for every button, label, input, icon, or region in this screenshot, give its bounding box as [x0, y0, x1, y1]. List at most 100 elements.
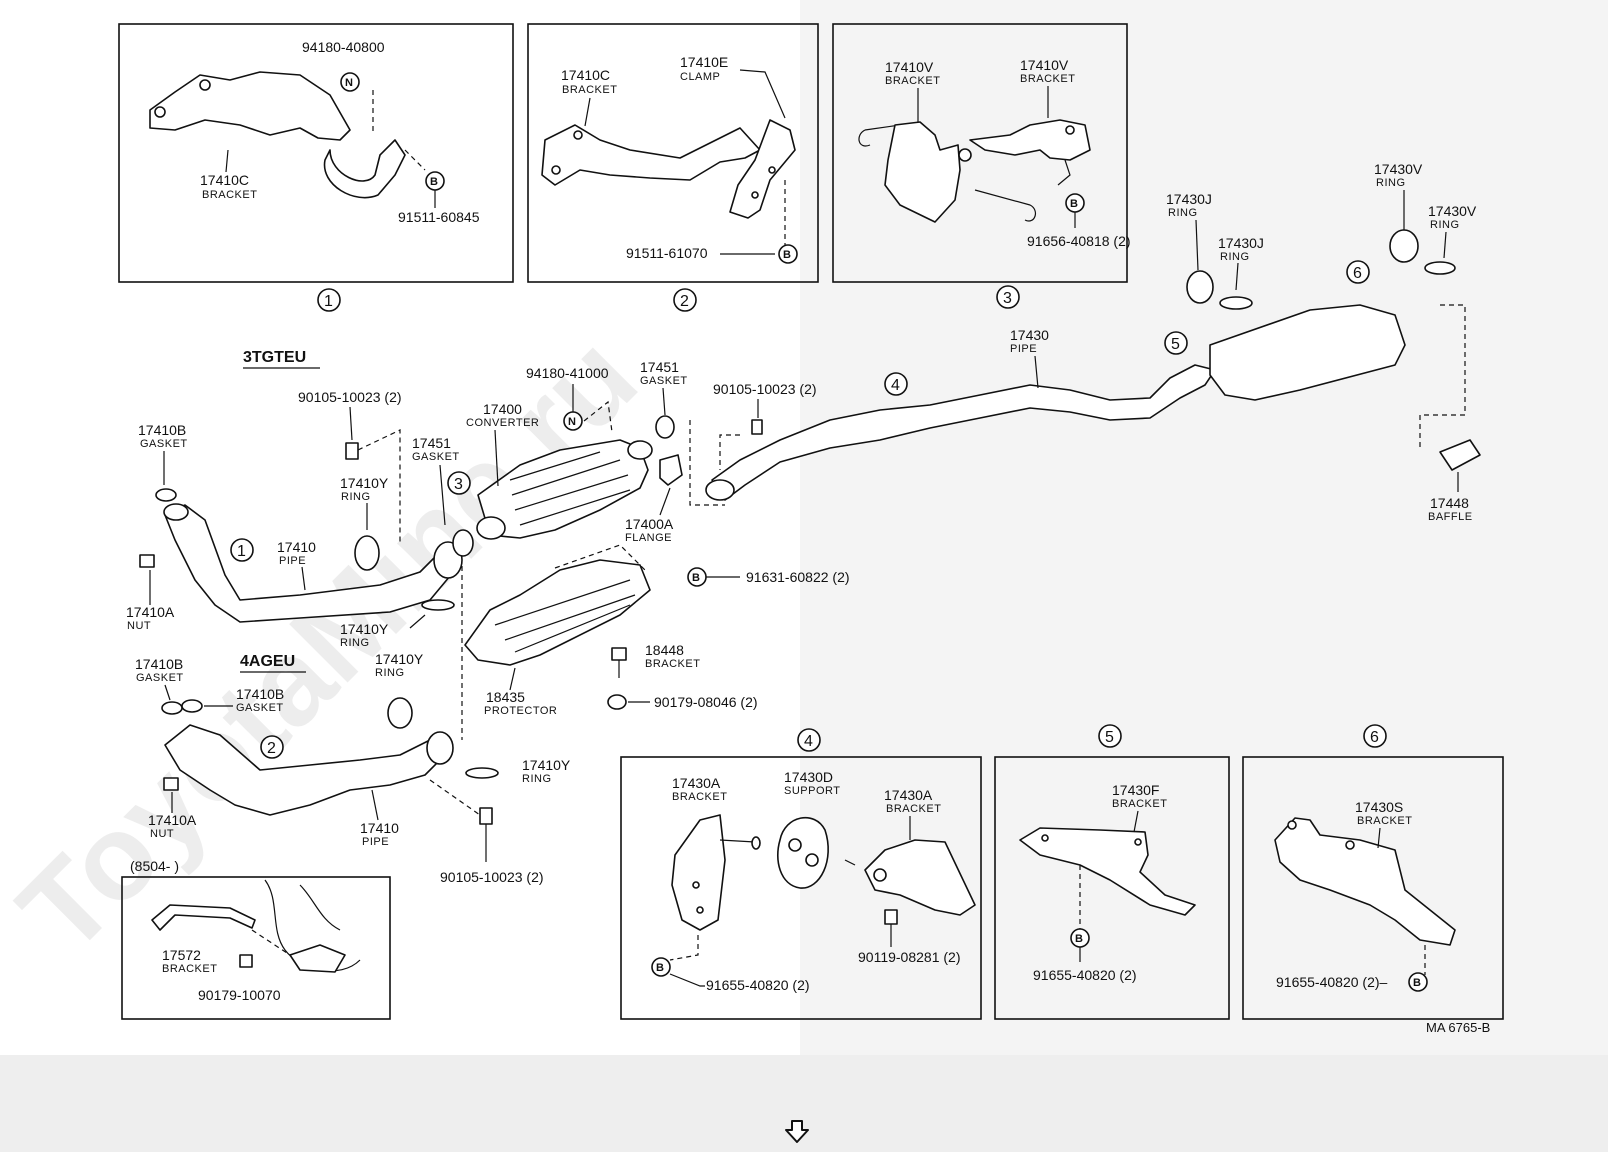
baffle-17448-number: 17448 [1430, 495, 1469, 511]
scroll-down-button[interactable] [783, 1117, 811, 1145]
inset4-part-3-name: BRACKET [886, 803, 941, 815]
callout-4-circle [884, 372, 908, 396]
gasket-17451-a-number: 17451 [412, 435, 451, 451]
inset2-part-1-number: 17410C [561, 67, 610, 83]
baffle-17448-shape [1439, 439, 1481, 471]
bolt-91631-number: 91631-60822 (2) [746, 569, 850, 585]
inset2-part-1-name: BRACKET [562, 84, 617, 96]
inset4-part-2-number: 17430D [784, 769, 833, 785]
inset6-part-1-name: BRACKET [1357, 815, 1412, 827]
inset2-bracket-shape [541, 124, 761, 186]
inset4-bracket-a-shape [671, 814, 726, 931]
inset5-part-1-number: 17430F [1112, 782, 1159, 798]
inset-4-callout-circle [797, 728, 821, 752]
inset2-part-3-number: 91511-61070 [626, 245, 708, 261]
inset2-clamp-shape [729, 119, 796, 219]
callout-2-number: 2 [267, 740, 276, 757]
ring-17430j-b-name: RING [1220, 251, 1250, 263]
inset-2-number: 2 [680, 293, 689, 310]
inset-5-number: 5 [1105, 729, 1114, 746]
pipe-17430-shape [711, 364, 1216, 501]
ring-17430v-b-number: 17430V [1428, 203, 1477, 219]
converter-17400-name: CONVERTER [466, 417, 539, 429]
baffle-17448-name: BAFFLE [1428, 511, 1473, 523]
inset1-bracket-shape [149, 71, 351, 141]
inset-3-callout-circle [996, 285, 1020, 309]
callout-4-number: 4 [891, 377, 900, 394]
date-range-label: (8504- ) [130, 858, 179, 874]
bolt-shape [345, 442, 359, 460]
ring-17430j-a-name: RING [1168, 207, 1198, 219]
pipe-17410-a-name: PIPE [279, 555, 306, 567]
bolt-callout-b-icon [778, 244, 798, 264]
bolt-90105-a-number: 90105-10023 (2) [298, 389, 402, 405]
protector-18435-number: 18435 [486, 689, 525, 705]
inset-2-frame [527, 23, 819, 283]
inset1-part-3-number: 91511-60845 [398, 209, 480, 225]
bracket-18448-shape [611, 647, 627, 661]
ring-17410y-d-name: RING [522, 773, 552, 785]
inset-7-frame [121, 876, 391, 1020]
callout-2-circle [260, 735, 284, 759]
callout-b-label: B [1070, 198, 1078, 210]
nut-94180-41000-number: 94180-41000 [526, 365, 609, 381]
inset-4-number: 4 [804, 733, 813, 750]
catalytic-converter [476, 439, 683, 540]
callout-5-number: 5 [1171, 336, 1180, 353]
down-arrow-outline-icon [785, 1120, 809, 1143]
flange-17400a-name: FLANGE [625, 532, 672, 544]
gasket-17410b-c-name: GASKET [236, 702, 284, 714]
inset4-part-3-number: 17430A [884, 787, 933, 803]
inset-5-frame [994, 756, 1230, 1020]
flange-17400a-shape [659, 454, 683, 486]
inset-3-frame [832, 23, 1128, 283]
ring-17430j-a-number: 17430J [1166, 191, 1212, 207]
heat-protector [464, 559, 651, 710]
callout-1-circle [230, 538, 254, 562]
bracket-18448-number: 18448 [645, 642, 684, 658]
inset7-part-1-number: 17572 [162, 947, 201, 963]
figure-id: MA 6765-B [1426, 1020, 1490, 1035]
pipe-17410-b-name: PIPE [362, 836, 389, 848]
callout-b-label: B [1075, 933, 1083, 945]
callout-b-label: B [656, 962, 664, 974]
callout-b-label: B [692, 572, 700, 584]
gasket-17410b-b-name: GASKET [136, 672, 184, 684]
nut-17410a-a-name: NUT [127, 620, 151, 632]
inset-4-frame [620, 756, 982, 1020]
inset-6-frame [1242, 756, 1504, 1020]
ring-17410y-b-name: RING [340, 637, 370, 649]
callout-5-circle [1164, 331, 1188, 355]
inset4-bracket-b-shape [864, 839, 976, 916]
inset4-part-1-name: BRACKET [672, 791, 727, 803]
inset2-part-2-name: CLAMP [680, 71, 720, 83]
inset-1-callout-circle [317, 288, 341, 312]
callout-6-circle [1346, 260, 1370, 284]
gasket-17451-b-number: 17451 [640, 359, 679, 375]
nut-17410a-a-number: 17410A [126, 604, 175, 620]
ring-17410y-b-number: 17410Y [340, 621, 389, 637]
nut-callout-n-icon [340, 72, 360, 92]
inset-2: 17410C BRACKET 17410E CLAMP 91511-61070 … [527, 23, 819, 283]
ring-17410y-a-number: 17410Y [340, 475, 389, 491]
callout-1-number: 1 [237, 543, 246, 560]
inset3-rod [974, 189, 1037, 222]
inset-1-number: 1 [324, 293, 333, 310]
inset1-part-1-number: 94180-40800 [302, 39, 385, 55]
nut-90179-08046-number: 90179-08046 (2) [654, 694, 758, 710]
ring-17410y-shape [354, 535, 380, 571]
ring-17410y-c-name: RING [375, 667, 405, 679]
inset6-bracket-shape [1274, 817, 1456, 946]
nut-17410a-b-number: 17410A [148, 812, 197, 828]
nut-callout-n-icon [563, 411, 583, 431]
inset1-part-2-name: BRACKET [202, 189, 257, 201]
inset-7 [121, 876, 391, 1020]
inset-1: 94180-40800 N 17410C BRACKET B 91511-608… [118, 23, 514, 283]
inset3-bracket-b-shape [969, 119, 1091, 161]
ring-17410y-c-number: 17410Y [375, 651, 424, 667]
inset3-part-2-name: BRACKET [1020, 73, 1075, 85]
inset5-part-2-number: 91655-40820 (2) [1033, 967, 1137, 983]
center-pipe-and-muffler [705, 304, 1406, 501]
inset-3: 17410V BRACKET 17410V BRACKET B 91656-40… [832, 23, 1131, 283]
flange-17400a-number: 17400A [625, 516, 674, 532]
